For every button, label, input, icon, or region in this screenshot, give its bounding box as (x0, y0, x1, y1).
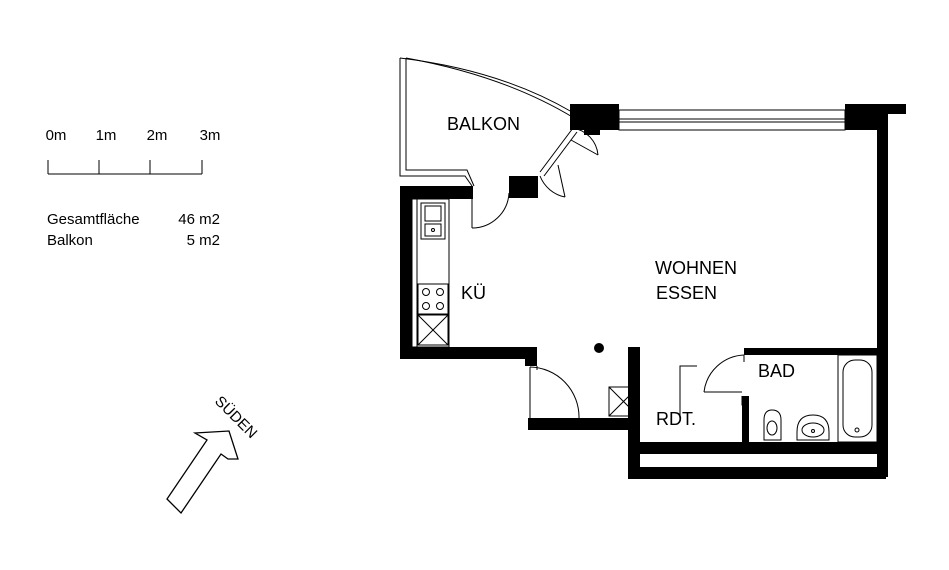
rdt-partition (741, 396, 749, 406)
bathtub-icon (837, 354, 878, 443)
scale-tick-label: 0m (46, 127, 67, 144)
room-label-wohnen: WOHNEN (655, 258, 737, 278)
compass-arrow: SÜDEN (166, 392, 261, 515)
door-leaf (557, 164, 566, 198)
room-label-bad: BAD (758, 361, 795, 381)
toilet-icon (763, 409, 782, 441)
door-swing (471, 192, 510, 229)
thin-lines (399, 57, 846, 418)
fixtures (417, 202, 878, 443)
door-swing (539, 175, 566, 198)
washbasin-icon (796, 414, 830, 441)
room-label-essen: ESSEN (656, 283, 717, 303)
walls (400, 104, 906, 479)
room-label-rdt: RDT. (656, 409, 696, 429)
area-label: Balkon (47, 232, 93, 249)
door-leaf (543, 131, 578, 177)
kitchen-counter-edge (411, 198, 418, 348)
balcony-rail (405, 57, 575, 119)
door-leaf (539, 127, 574, 173)
wall (584, 128, 600, 135)
area-table: Gesamtfläche 46 m2 Balkon 5 m2 (47, 211, 220, 249)
balcony-outline (399, 58, 473, 187)
scale-tick-label: 1m (96, 127, 117, 144)
fridge-icon (417, 314, 449, 346)
door-swing (572, 127, 599, 156)
sink-icon (420, 202, 446, 240)
ceiling-light-icon (594, 343, 604, 353)
shaft-icon (608, 386, 639, 417)
wall (570, 104, 619, 130)
wall (528, 418, 640, 430)
balcony-rail (399, 57, 573, 113)
wall (400, 186, 473, 199)
scale-bar: 0m 1m 2m 3m (46, 127, 221, 175)
wall (628, 467, 886, 479)
south-arrow-icon (166, 430, 239, 515)
balcony-outline (405, 58, 475, 187)
rdt-partition (679, 365, 697, 418)
scale-tick-label: 3m (200, 127, 221, 144)
area-value: 46 m2 (178, 211, 220, 228)
room-labels: BALKON KÜ WOHNEN ESSEN BAD RDT. (447, 114, 795, 429)
wall (744, 348, 886, 355)
wall (400, 347, 537, 359)
wall (525, 347, 537, 366)
area-value: 5 m2 (187, 232, 220, 249)
wall (877, 126, 888, 477)
wall (886, 104, 906, 114)
wall (509, 176, 538, 198)
wall (845, 104, 888, 130)
door-swing (703, 354, 745, 393)
window (618, 109, 846, 131)
scale-tick-label: 2m (147, 127, 168, 144)
door-swing (529, 366, 580, 419)
room-label-kueche: KÜ (461, 283, 486, 303)
area-label: Gesamtfläche (47, 211, 140, 228)
wall (628, 442, 886, 454)
doors (471, 127, 745, 419)
wall (400, 186, 412, 356)
stove-icon (417, 283, 449, 315)
wall (742, 396, 749, 445)
door-leaf (570, 139, 599, 156)
room-label-balkon: BALKON (447, 114, 520, 134)
compass-label: SÜDEN (211, 392, 261, 442)
